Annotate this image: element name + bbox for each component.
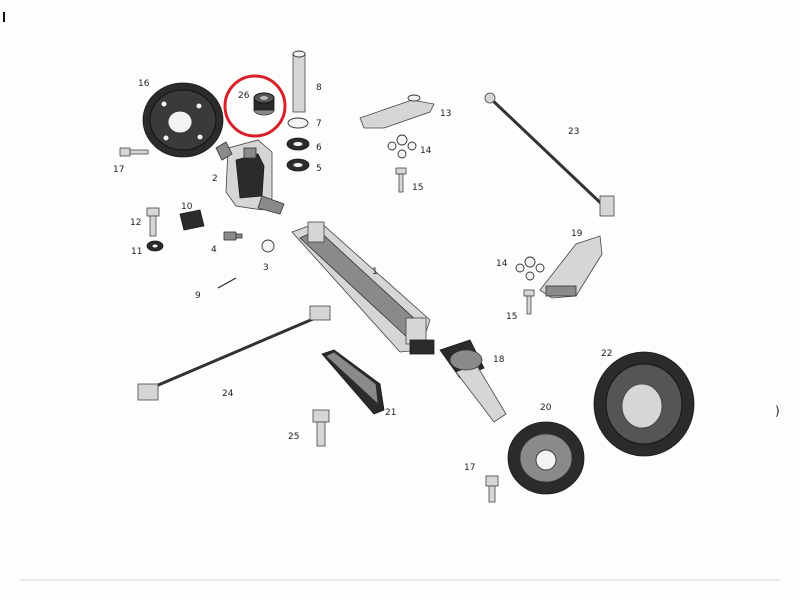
part-17-bolt-bottom: [485, 475, 499, 503]
part-2-carrier: [215, 139, 285, 215]
part-18-stub-axle: [439, 339, 507, 423]
label-24: 24: [222, 389, 234, 399]
label-5: 5: [316, 164, 322, 174]
part-16-brake-plate: [142, 82, 224, 158]
part-13-bracket: [359, 94, 435, 129]
label-15a: 15: [412, 183, 423, 193]
label-10: 10: [181, 202, 193, 212]
label-20: 20: [540, 403, 552, 413]
label-15b: 15: [506, 312, 517, 322]
label-21: 21: [385, 408, 396, 418]
part-3-cap: [261, 239, 275, 253]
label-6: 6: [316, 143, 322, 153]
part-17-bolt-top: [119, 147, 149, 157]
label-3: 3: [263, 263, 269, 273]
label-7: 7: [316, 119, 322, 129]
label-8: 8: [316, 83, 322, 93]
label-4: 4: [211, 245, 217, 255]
part-5-seal: [286, 158, 310, 172]
part-15-bolt-top: [395, 167, 407, 193]
margin-mark: ): [775, 404, 780, 418]
label-23: 23: [568, 127, 579, 137]
label-17b: 17: [464, 463, 475, 473]
part-24-drag-link: [137, 305, 331, 401]
label-22: 22: [601, 349, 612, 359]
part-6-seal: [286, 137, 310, 151]
label-13: 13: [440, 109, 451, 119]
part-8-pin: [292, 50, 306, 113]
part-1-axle-beam: [291, 221, 435, 355]
part-20-brake-shoes: [507, 421, 585, 495]
part-23-tie-rod: [484, 92, 615, 217]
label-1: 1: [372, 267, 378, 277]
part-10-plate: [179, 209, 205, 231]
part-14-mount-right: [515, 256, 545, 281]
part-22-brake-drum: [593, 351, 695, 457]
part-7-washer: [287, 117, 309, 129]
label-2: 2: [212, 174, 218, 184]
part-25-bolt: [312, 409, 330, 447]
label-11: 11: [131, 247, 142, 257]
part-26-bushing: [253, 92, 275, 116]
part-4-nipple: [223, 231, 243, 241]
label-17a: 17: [113, 165, 124, 175]
page-edge-mark: [3, 12, 5, 22]
part-19-bracket: [539, 235, 603, 299]
label-18: 18: [493, 355, 505, 365]
part-21-steering-arm: [321, 349, 385, 415]
label-26: 26: [238, 91, 250, 101]
label-14a: 14: [420, 146, 432, 156]
label-16: 16: [138, 79, 150, 89]
label-12: 12: [130, 218, 141, 228]
part-9-pin: [217, 277, 237, 289]
label-14b: 14: [496, 259, 508, 269]
part-12-bolt: [146, 207, 160, 237]
part-11-nut: [146, 240, 164, 252]
highlight-circle: [223, 74, 287, 138]
label-9: 9: [195, 291, 201, 301]
label-25: 25: [288, 432, 299, 442]
label-19: 19: [571, 229, 583, 239]
part-14-mount-top: [387, 134, 417, 159]
part-15-bolt-right: [523, 289, 535, 315]
